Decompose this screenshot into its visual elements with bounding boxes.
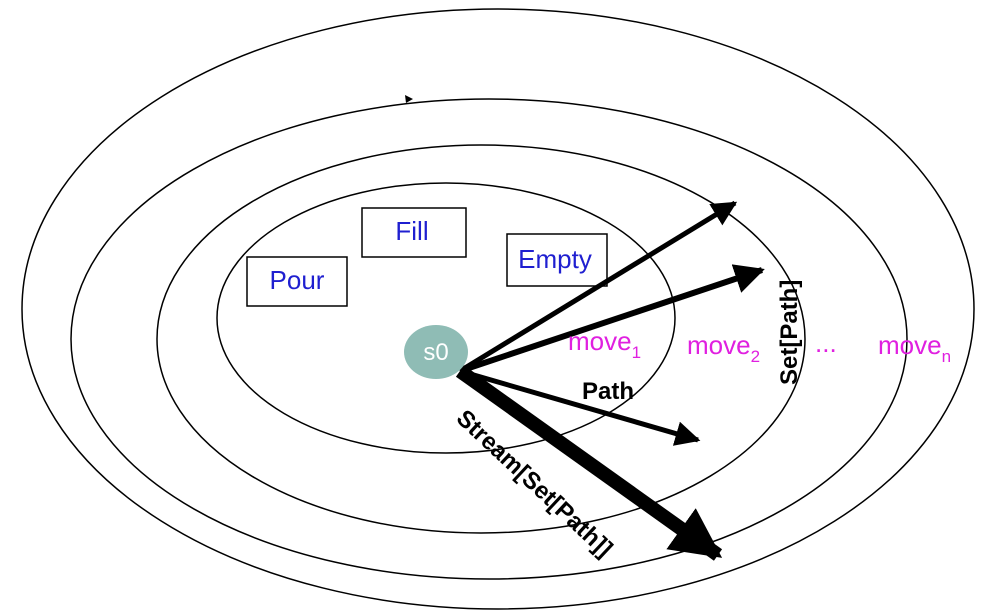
path-label: Path [582, 378, 634, 405]
move-2-label: move2 [687, 330, 760, 366]
ellipse-inner-1 [216, 182, 676, 454]
arrow-stream [455, 365, 723, 561]
empty-box [506, 233, 608, 287]
empty-label: Empty [518, 244, 592, 274]
start-node [404, 325, 468, 379]
move-1-label: move1 [568, 326, 641, 362]
fill-box [361, 207, 467, 258]
arrow-path [459, 368, 701, 446]
set-path-label: Set[Path] [776, 280, 803, 385]
ellipse-3 [70, 98, 908, 580]
small-triangle-mark [405, 95, 413, 103]
ellipse-outer-4 [21, 8, 975, 610]
fill-label: Fill [395, 216, 428, 246]
move-n-label: moven [878, 330, 951, 366]
ellipse-2 [156, 144, 806, 534]
arrow-set-path [459, 264, 765, 374]
start-node-label: s0 [423, 339, 448, 366]
ellipsis-label: ... [815, 328, 837, 358]
pour-box [246, 256, 348, 307]
arrow-to-outer-ellipse [458, 200, 738, 374]
pour-label: Pour [270, 265, 325, 295]
